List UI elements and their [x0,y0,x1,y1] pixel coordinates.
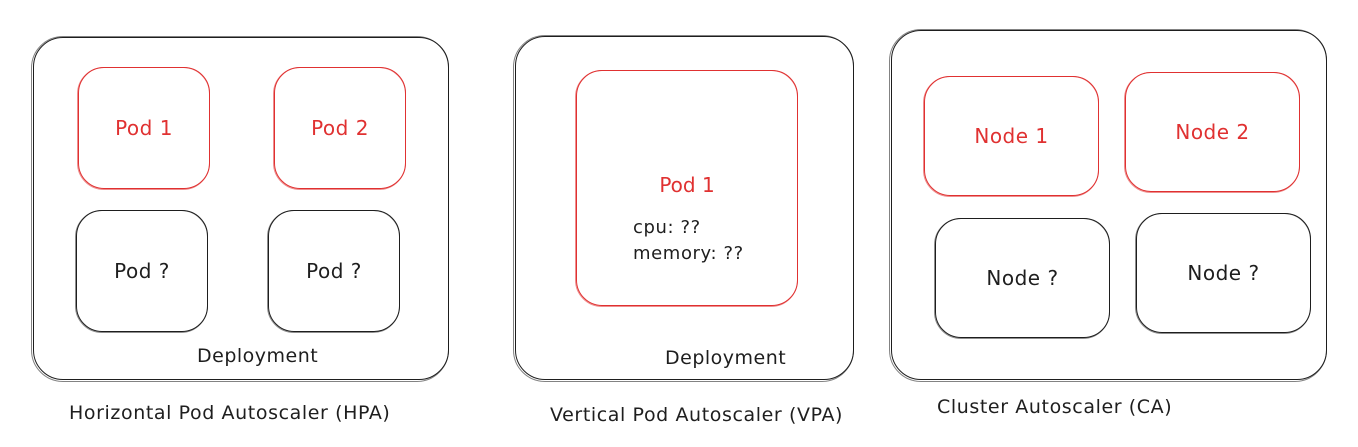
hpa-pod-unknown-2: Pod ? [267,210,400,333]
ca-caption: Cluster Autoscaler (CA) [937,396,1173,418]
hpa-pod-2: Pod 2 [273,67,406,190]
hpa-pod-unknown-1-label: Pod ? [114,259,170,283]
ca-node-1: Node 1 [923,76,1099,197]
vpa-deployment-label: Deployment [665,347,787,369]
hpa-pod-1: Pod 1 [77,67,210,190]
ca-node-1-label: Node 1 [974,124,1049,148]
ca-node-unknown-2-label: Node ? [1187,261,1260,285]
hpa-pod-1-label: Pod 1 [115,116,173,140]
ca-node-2-label: Node 2 [1175,120,1250,144]
vpa-pod-1: Pod 1 cpu: ?? memory: ?? [575,70,798,307]
vpa-caption: Vertical Pod Autoscaler (VPA) [550,404,844,426]
hpa-pod-unknown-1: Pod ? [75,210,208,333]
vpa-pod-1-label: Pod 1 [659,173,715,197]
ca-node-2: Node 2 [1124,72,1300,193]
ca-node-unknown-1-label: Node ? [986,266,1059,290]
ca-node-unknown-1: Node ? [934,218,1110,339]
hpa-pod-unknown-2-label: Pod ? [306,259,362,283]
ca-node-unknown-2: Node ? [1135,213,1311,334]
hpa-caption: Horizontal Pod Autoscaler (HPA) [69,402,391,424]
vpa-cpu-label: cpu: ?? [633,217,701,238]
vpa-memory-label: memory: ?? [633,243,744,264]
hpa-pod-2-label: Pod 2 [311,116,369,140]
hpa-deployment-label: Deployment [197,345,319,367]
